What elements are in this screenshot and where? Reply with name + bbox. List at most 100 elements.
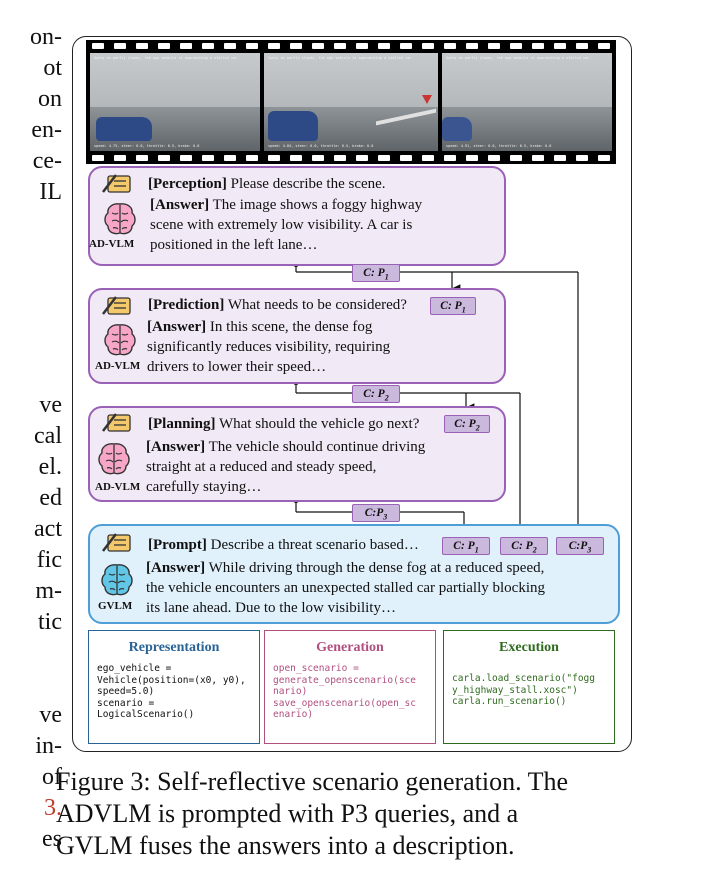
brain-icon [98,443,130,475]
perforation-hole [510,43,522,49]
model-label: GVLM [98,600,133,612]
perforation-hole [400,43,412,49]
perforation-hole [114,155,126,161]
figure-caption: Figure 3: Self-reflective scenario gener… [56,766,650,862]
perforation-hole [576,43,588,49]
prediction-answer: [Answer] In this scene, the dense fog si… [147,319,391,375]
left-column-text-2: ve cal el. ed act fic m- tic [0,390,62,638]
left-line: en- [31,117,62,143]
caption-line: Figure 3: Self-reflective scenario gener… [56,767,569,796]
generation-box: Generation open_scenario = generate_open… [264,630,436,744]
frame-caption: Sunny as partly cloudy, the ego vehicle … [268,56,414,60]
left-line: ve [39,392,62,418]
perforation-hole [312,43,324,49]
perforation-hole [180,155,192,161]
generation-title: Generation [316,640,384,655]
brain-icon [104,324,136,356]
perforation-hole [92,43,104,49]
car-icon [268,111,318,141]
tag-c-p2-prompt: C: P2 [500,537,548,555]
model-label: AD-VLM [95,481,141,493]
perforation-hole [290,155,302,161]
perforation-hole [334,155,346,161]
perception-box [88,166,506,266]
planning-box [88,406,506,502]
representation-title: Representation [128,640,220,655]
perforation-hole [378,155,390,161]
left-line: tic [38,609,62,635]
perforation-hole [180,43,192,49]
perforation-hole [422,155,434,161]
frame-status: speed: 4.84, steer: 0.0, throttle: 0.5, … [268,144,374,148]
left-line: in- [35,733,62,759]
left-line: ot [43,55,62,81]
prompt-answer: [Answer] While driving through the dense… [146,560,546,616]
left-line: act [34,516,62,542]
frame-status: speed: 4.75, steer: 0.0, throttle: 0.5, … [94,144,200,148]
perforation-hole [136,155,148,161]
perforation-hole [466,43,478,49]
left-line: el. [38,454,62,480]
film-strip: Sunny as partly cloudy, the ego vehicle … [86,40,616,164]
perception-question: [Perception] Please describe the scene. [148,176,386,192]
perforation-hole [488,155,500,161]
perforation-hole [554,43,566,49]
frame-status: speed: 4.91, steer: 0.0, throttle: 0.5, … [446,144,552,148]
execution-box: Execution carla.load_scenario("fogg y_hi… [443,630,615,744]
tag-c-p2-planning: C: P2 [444,415,490,433]
left-line: ce- [32,148,62,174]
perforation-hole [290,43,302,49]
perforation-hole [158,155,170,161]
representation-box: Representation ego_vehicle = Vehicle(pos… [88,630,260,744]
perforation-hole [356,155,368,161]
perforation-hole [202,155,214,161]
brain-blue-icon [101,564,133,596]
warning-sign-icon [422,95,432,104]
perforation-hole [400,155,412,161]
perforation-hole [224,43,236,49]
perforation-hole [158,43,170,49]
left-line: m- [35,578,62,604]
tag-c-p2: C: P2 [352,385,400,403]
scene-frame-3: Sunny as partly cloudy, the ego vehicle … [442,53,612,151]
left-line-ref[interactable]: 3. [44,795,62,821]
tag-c-p1: C: P1 [352,264,400,282]
perforation-hole [598,155,610,161]
perforation-hole [246,155,258,161]
representation-code: ego_vehicle = Vehicle(position=(x0, y0),… [97,663,246,720]
perforation-hole [598,43,610,49]
pen-paper-icon [102,413,131,432]
left-line: ve [39,702,62,728]
left-line: cal [34,423,62,449]
left-line: on- [30,24,62,50]
prediction-question: [Prediction] What needs to be considered… [148,297,407,313]
perforation-hole [224,155,236,161]
frame-caption: Sunny as partly cloudy, the ego vehicle … [94,56,240,60]
perforation-hole [532,43,544,49]
execution-title: Execution [499,640,559,655]
tag-c-p1-prompt: C: P1 [442,537,490,555]
left-line: fic [36,547,62,573]
tag-c-p1-prediction: C: P1 [430,297,476,315]
left-line: IL [39,179,62,205]
pen-paper-icon [102,533,131,552]
prompt-question: [Prompt] Describe a threat scenario base… [148,537,419,553]
perforation-hole [334,43,346,49]
perforation-hole [202,43,214,49]
caption-line: ADVLM is prompted with P3 queries, and a [56,799,519,828]
perforation-hole [444,43,456,49]
tag-c-p3-prompt: C:P3 [556,537,604,555]
perception-answer: [Answer] The image shows a foggy highway… [150,197,423,253]
perforation-hole [246,43,258,49]
left-line: es [42,826,62,852]
perforation-hole [532,155,544,161]
model-label: AD-VLM [89,238,135,250]
pen-paper-icon [102,296,131,315]
pen-paper-icon [102,174,131,193]
left-line: ed [39,485,62,511]
perforation-hole [92,155,104,161]
perforation-hole [466,155,478,161]
car-icon [442,117,472,141]
left-column-text-1: on- ot on en- ce- IL [0,22,62,208]
left-line: on [38,86,62,112]
